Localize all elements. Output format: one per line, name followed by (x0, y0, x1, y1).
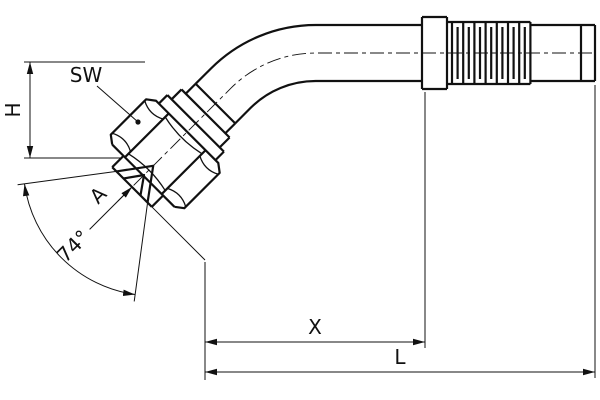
cone-flank-extensions (17, 170, 149, 302)
label-h: H (1, 102, 25, 117)
dimension-a: A (85, 182, 133, 230)
cone-angle-arc (23, 183, 136, 296)
dimension-l: L (205, 85, 596, 378)
sw-leader-line (96, 85, 139, 123)
dimension-x: X (151, 92, 426, 380)
leader-sw: SW (70, 63, 141, 125)
collar (420, 15, 449, 91)
hex-nut-flats (124, 112, 207, 195)
centerline (117, 52, 592, 202)
elbow-inner-contour (234, 79, 422, 125)
dimension-h: H (1, 61, 145, 159)
elbow-body (194, 23, 422, 125)
hex-chamfer-curves (112, 100, 219, 207)
sw-leader-dot (135, 119, 141, 125)
label-cone-angle: 74° (52, 225, 94, 267)
x-extension-lines (151, 92, 426, 380)
label-sw: SW (70, 63, 103, 87)
label-x: X (308, 315, 322, 339)
label-a: A (85, 182, 112, 209)
socket-ring (170, 88, 231, 149)
h-extension-lines (24, 61, 145, 159)
elbow-outer-contour (194, 23, 422, 85)
label-l: L (394, 345, 406, 369)
tail-tube (530, 23, 597, 83)
